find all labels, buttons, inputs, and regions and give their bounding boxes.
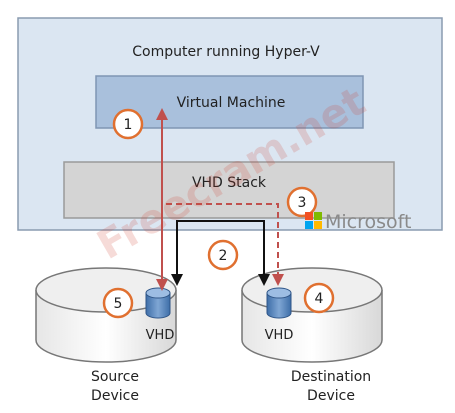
vhd-stack-box <box>63 161 395 219</box>
destination-vhd-icon <box>266 287 292 319</box>
source-device-cylinder <box>35 267 177 363</box>
microsoft-logo-text: Microsoft <box>325 211 411 233</box>
svg-text:3: 3 <box>298 195 307 211</box>
mirror-write-arrow <box>166 203 284 286</box>
destination-caption-line2: Device <box>307 388 355 404</box>
destination-device-cylinder <box>241 267 383 363</box>
step-circle-3: 3 <box>286 186 318 218</box>
read-source-arrow <box>171 220 270 286</box>
step-circle-2: 2 <box>207 239 239 271</box>
source-caption-line1: Source <box>91 369 139 385</box>
virtual-machine-label: Virtual Machine <box>177 95 286 111</box>
destination-caption-line1: Destination <box>291 369 371 385</box>
source-caption-line2: Device <box>91 388 139 404</box>
microsoft-logo-icon <box>305 212 322 229</box>
svg-text:4: 4 <box>315 291 324 307</box>
host-title: Computer running Hyper-V <box>132 44 320 60</box>
source-vhd-icon <box>145 287 171 319</box>
svg-text:2: 2 <box>219 248 228 264</box>
destination-vhd-label: VHD <box>265 328 294 343</box>
step-circle-1: 1 <box>112 108 144 140</box>
svg-text:5: 5 <box>114 296 123 312</box>
svg-text:1: 1 <box>124 117 133 133</box>
source-vhd-label: VHD <box>146 328 175 343</box>
step-circle-4: 4 <box>303 282 335 314</box>
vhd-stack-label: VHD Stack <box>192 175 267 191</box>
step-circle-5: 5 <box>102 287 134 319</box>
